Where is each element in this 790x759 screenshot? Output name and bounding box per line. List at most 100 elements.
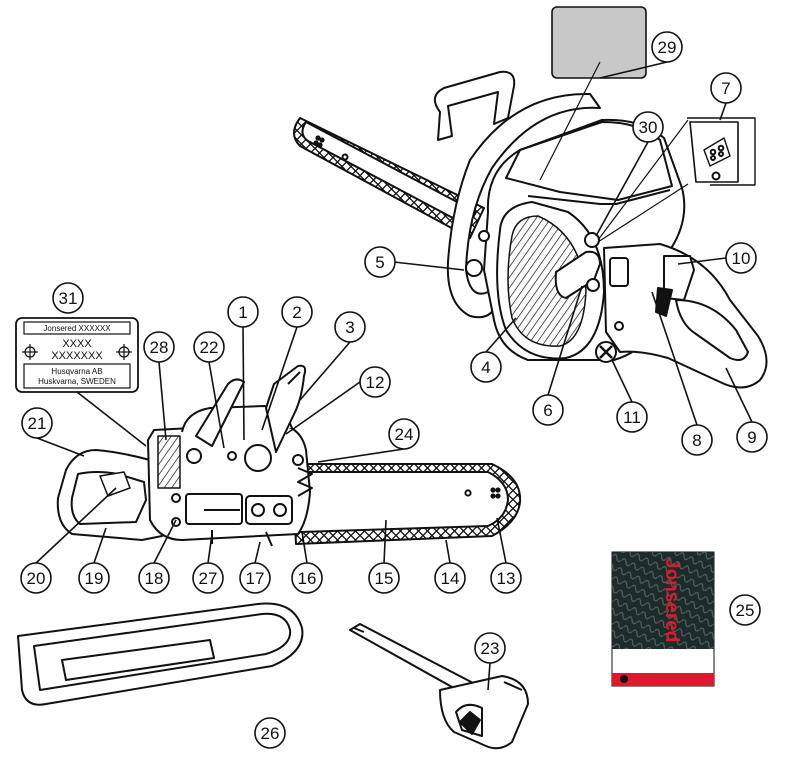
callout-number: 10 — [732, 249, 751, 268]
callout-4: 4 — [470, 351, 502, 383]
callout-number: 29 — [658, 38, 677, 57]
callout-5: 5 — [364, 246, 396, 278]
chainsaw-side-view — [56, 364, 522, 547]
callout-number: 30 — [639, 118, 658, 137]
callout-24: 24 — [388, 418, 420, 450]
leader-line — [485, 317, 517, 353]
manual-brand-title: Jonsered — [661, 558, 682, 642]
callout-10: 10 — [725, 242, 757, 274]
callout-number: 12 — [366, 373, 385, 392]
callout-21: 21 — [21, 407, 53, 439]
callout-26: 26 — [254, 717, 286, 749]
callout-number: 20 — [27, 569, 46, 588]
callout-circle — [632, 111, 664, 143]
callout-circle — [490, 562, 522, 594]
leader-line — [547, 285, 583, 396]
callout-number: 3 — [345, 318, 354, 337]
leader-line — [597, 119, 689, 241]
leader-line — [487, 662, 491, 691]
callout-circle — [710, 72, 742, 104]
leader-line — [725, 367, 753, 423]
callout-circle — [254, 717, 286, 749]
warning-sticker — [551, 6, 647, 79]
callout-number: 22 — [200, 338, 219, 357]
leader-line — [153, 519, 177, 564]
callout-circle — [143, 331, 175, 363]
callout-8: 8 — [681, 424, 713, 456]
callout-circle — [651, 31, 683, 63]
callout-number: 14 — [441, 569, 460, 588]
leader-line — [611, 359, 633, 403]
callout-circle — [239, 562, 271, 594]
crosshair-icon — [116, 344, 132, 360]
leader-line — [285, 381, 361, 435]
leader-line — [719, 102, 727, 121]
callout-17: 17 — [239, 562, 271, 594]
callout-number: 17 — [246, 569, 265, 588]
callout-number: 7 — [721, 79, 730, 98]
callout-circle — [227, 296, 259, 328]
callout-number: 11 — [623, 408, 641, 427]
leader-line — [93, 527, 107, 564]
callout-circle — [681, 424, 713, 456]
leader-line — [254, 541, 261, 564]
leader-line — [158, 361, 167, 441]
callout-circle — [736, 421, 768, 453]
callout-circle — [21, 407, 53, 439]
id-plate-line3: XXXXXXX — [51, 350, 103, 362]
callout-circle — [193, 331, 225, 363]
callout-number: 18 — [145, 569, 164, 588]
leader-lines — [35, 61, 753, 691]
callout-13: 13 — [490, 562, 522, 594]
callout-1: 1 — [227, 296, 259, 328]
callout-number: 16 — [298, 569, 317, 588]
callout-number: 19 — [85, 569, 104, 588]
rear-guide-bar — [293, 117, 485, 239]
leader-line — [207, 533, 213, 564]
callout-number: 26 — [261, 724, 280, 743]
id-plate-line2: XXXX — [62, 338, 92, 350]
callout-number: 5 — [375, 253, 384, 272]
callout-circle — [78, 562, 110, 594]
callout-number: 25 — [736, 601, 755, 620]
callout-circle — [291, 562, 323, 594]
callout-number: 27 — [199, 569, 218, 588]
leader-line — [76, 391, 147, 447]
callout-23: 23 — [474, 632, 506, 664]
callout-circle — [368, 562, 400, 594]
callout-25: 25 — [729, 594, 761, 626]
leader-line — [35, 487, 117, 564]
callout-number: 6 — [543, 401, 552, 420]
callout-circle — [334, 311, 366, 343]
callout-29: 29 — [651, 31, 683, 63]
callout-16: 16 — [291, 562, 323, 594]
leader-line — [261, 326, 298, 431]
leader-line — [496, 517, 507, 564]
leader-line — [383, 519, 387, 564]
callout-number: 8 — [692, 431, 701, 450]
callout-27: 27 — [192, 562, 224, 594]
leader-line — [299, 341, 351, 401]
callout-number: 23 — [481, 639, 500, 658]
leader-line — [595, 141, 649, 237]
callout-circle — [729, 594, 761, 626]
callout-18: 18 — [138, 562, 170, 594]
id-plate-line1: Jonsered XXXXXX — [43, 324, 111, 333]
callout-6: 6 — [532, 394, 564, 426]
callout-number: 24 — [395, 425, 414, 444]
id-plate: Jonsered XXXXXX XXXX XXXXXXX Husqvarna A… — [15, 317, 139, 393]
callout-number: 15 — [375, 569, 394, 588]
callout-circle — [470, 351, 502, 383]
callout-circle — [138, 562, 170, 594]
leader-line — [597, 183, 689, 243]
starter-handle — [554, 250, 601, 299]
callout-circle — [192, 562, 224, 594]
leader-line — [599, 61, 668, 79]
callout-number: 21 — [28, 414, 47, 433]
combination-spanner — [349, 623, 529, 750]
callout-15: 15 — [368, 562, 400, 594]
callout-circle — [281, 296, 313, 328]
leader-line — [208, 361, 225, 449]
